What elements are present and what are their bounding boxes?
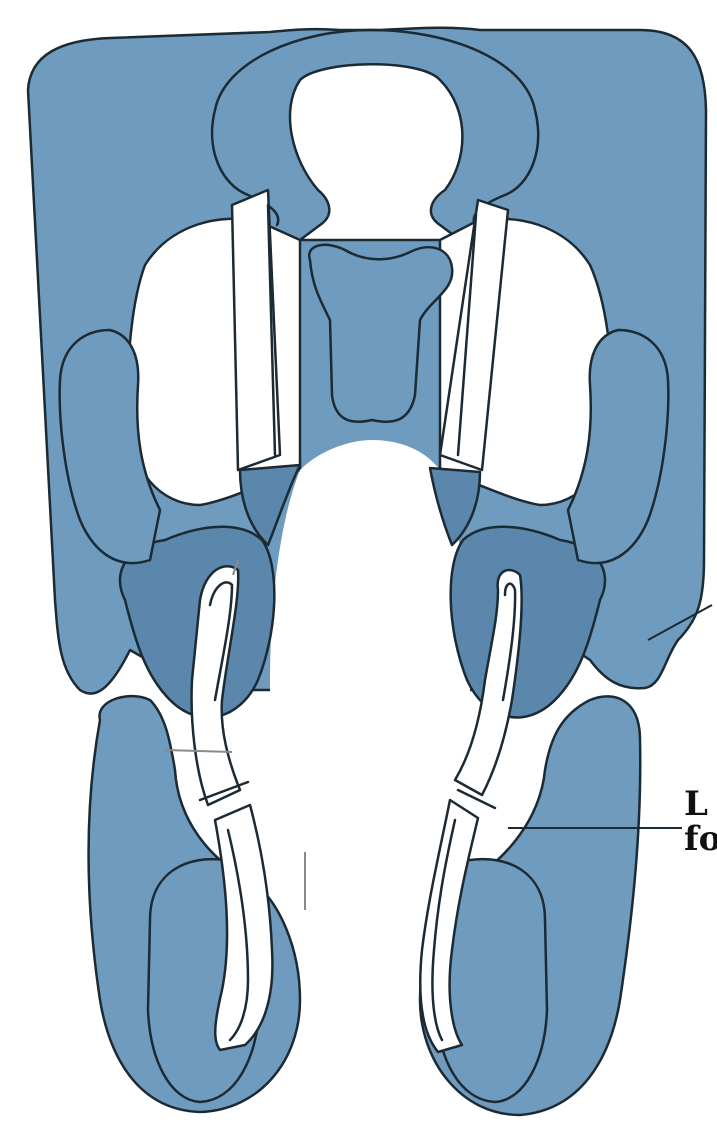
label-right-lower-line2: fo: [684, 819, 717, 859]
label-right-lower-line1: L: [684, 784, 708, 824]
